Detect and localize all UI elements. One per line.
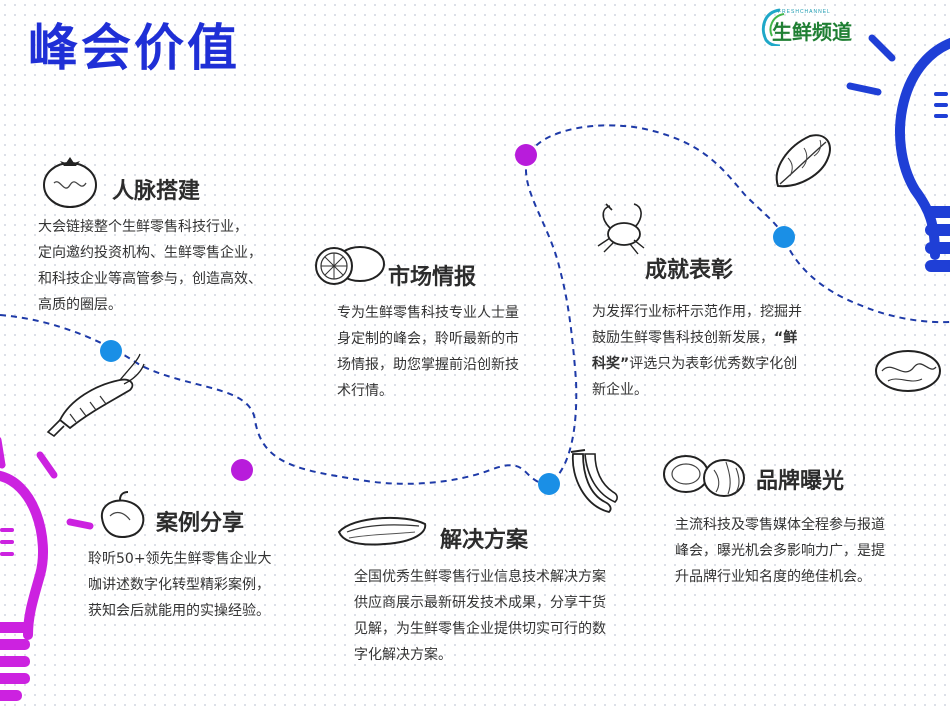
logo-subtext: FRESHCHANNEL — [778, 9, 831, 15]
section-desc-anli: 聆听50+领先生鲜零售企业大 咖讲述数字化转型精彩案例， 获知会后就能用的实操经… — [88, 546, 272, 624]
page-title: 峰会价值 — [28, 19, 240, 77]
pepper-icon — [100, 491, 145, 538]
section-desc-chengjiu: 为发挥行业标杆示范作用，挖掘并 鼓励生鲜零售科技创新发展，“鲜 科奖”评选只为表… — [592, 299, 802, 403]
cucumber-icon — [337, 516, 427, 546]
desc-line: 科奖”评选只为表彰优秀数字化创 — [592, 351, 802, 377]
desc-text: 鼓励生鲜零售科技创新发展， — [592, 330, 774, 346]
dashed-journey-path — [0, 124, 950, 487]
lightbulb-icon-magenta — [0, 437, 94, 701]
section-title-chengjiu: 成就表彰 — [645, 258, 734, 283]
path-dot-blue — [773, 226, 795, 248]
path-dot-magenta — [515, 144, 537, 166]
desc-line: 鼓励生鲜零售科技创新发展，“鲜 — [592, 325, 802, 351]
section-desc-shichang: 专为生鲜零售科技专业人士量 身定制的峰会，聆听最新的市 场情报，助您掌握前沿创新… — [337, 300, 519, 404]
desc-line: 为发挥行业标杆示范作用，挖掘并 — [592, 304, 802, 320]
logo-swoosh-icon — [761, 8, 785, 46]
desc-line: 和科技企业等高管参与，创造高效、 — [38, 271, 262, 287]
desc-line: 定向邀约投资机构、生鲜零售企业， — [38, 245, 262, 261]
award-name-highlight: 科奖” — [592, 356, 630, 372]
desc-line: 全国优秀生鲜零售行业信息技术解决方案 — [354, 569, 606, 585]
tomato-icon — [43, 157, 97, 208]
desc-line: 主流科技及零售媒体全程参与报道 — [675, 517, 885, 533]
crab-icon — [597, 203, 645, 255]
path-dot-blue — [538, 473, 560, 495]
lemon-icon — [315, 246, 385, 285]
desc-line: 专为生鲜零售科技专业人士量 — [337, 305, 519, 321]
desc-line: 见解，为生鲜零售企业提供切实可行的数 — [354, 621, 606, 637]
lightbulb-icon-blue — [846, 34, 950, 272]
desc-line: 供应商展示最新研发技术成果，分享干货 — [354, 595, 606, 611]
logo-text: 生鲜频道 — [772, 20, 852, 44]
desc-line: 术行情。 — [337, 383, 393, 399]
section-title-jiejue: 解决方案 — [440, 528, 529, 553]
path-dot-magenta — [231, 459, 253, 481]
section-desc-renmai: 大会链接整个生鲜零售科技行业， 定向邀约投资机构、生鲜零售企业， 和科技企业等高… — [38, 214, 262, 318]
desc-line: 新企业。 — [592, 382, 648, 398]
desc-line: 场情报，助您掌握前沿创新技 — [337, 357, 519, 373]
award-name-highlight: “鲜 — [774, 330, 798, 346]
brand-logo[interactable]: FRESHCHANNEL 生鲜频道 — [758, 4, 878, 48]
lettuce-icon — [775, 134, 831, 188]
path-dot-blue — [100, 340, 122, 362]
section-title-renmai: 人脉搭建 — [112, 179, 201, 204]
section-desc-jiejue: 全国优秀生鲜零售行业信息技术解决方案 供应商展示最新研发技术成果，分享干货 见解… — [354, 564, 606, 668]
desc-line: 大会链接整个生鲜零售科技行业， — [38, 219, 248, 235]
desc-line: 获知会后就能用的实操经验。 — [88, 603, 270, 619]
section-title-shichang: 市场情报 — [388, 265, 477, 290]
crawfish-icon — [46, 353, 145, 438]
banana-icon — [570, 449, 618, 513]
section-title-anli: 案例分享 — [156, 511, 245, 536]
desc-line: 峰会，曝光机会多影响力广，是提 — [675, 543, 885, 559]
mangosteen-icon — [663, 455, 745, 497]
desc-line: 身定制的峰会，聆听最新的市 — [337, 331, 519, 347]
desc-line: 字化解决方案。 — [354, 647, 452, 663]
desc-line: 咖讲述数字化转型精彩案例， — [88, 577, 270, 593]
desc-line: 聆听50+领先生鲜零售企业大 — [88, 551, 272, 567]
desc-text: 评选只为表彰优秀数字化创 — [629, 356, 798, 372]
desc-line: 高质的圈层。 — [38, 297, 122, 313]
section-desc-pinpai: 主流科技及零售媒体全程参与报道 峰会，曝光机会多影响力广，是提 升品牌行业知名度… — [675, 512, 885, 590]
desc-line: 升品牌行业知名度的绝佳机会。 — [675, 569, 871, 585]
section-title-pinpai: 品牌曝光 — [756, 469, 845, 494]
cabbage-icon — [875, 350, 941, 392]
